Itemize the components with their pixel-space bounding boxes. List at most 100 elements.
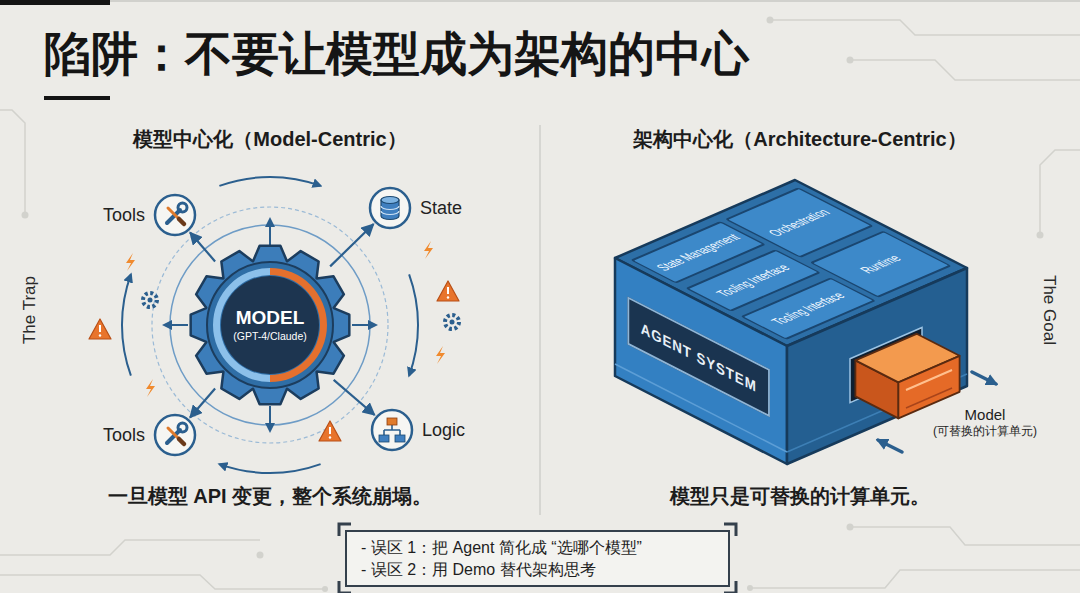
agent-system-box: AGENT SYSTEMState ManagementOrchestratio… <box>600 168 980 473</box>
icon-label: State <box>420 197 462 219</box>
circuit-pads <box>22 17 1044 593</box>
top-rule <box>110 0 1080 2</box>
icon-label: Tools <box>103 424 145 446</box>
gear-hub <box>221 276 319 374</box>
corner-bar <box>0 0 110 5</box>
orbit-arrows <box>122 177 418 473</box>
warning-mark <box>447 296 449 298</box>
cartridge-end <box>898 356 959 419</box>
note-line: - 误区 2：用 Demo 替代架构思考 <box>361 559 596 581</box>
connector-arrow <box>334 380 375 415</box>
orbit-ring <box>152 207 388 443</box>
icon-badge <box>370 408 414 452</box>
lightning-bolt <box>424 241 433 259</box>
section-heading-holder: 架构中心化（Architecture-Centric） <box>633 127 966 151</box>
component-icon: State <box>368 186 462 230</box>
lightning-bolt <box>146 379 155 397</box>
warning-mark <box>447 287 449 294</box>
section-caption: 模型只是可替换的计算单元。 <box>670 484 930 508</box>
radial-arrow <box>164 324 188 326</box>
screwdriver-grip <box>179 219 184 224</box>
warning-triangle <box>89 319 111 339</box>
lightning-icons <box>126 241 445 397</box>
component-icon: Tools <box>103 193 197 237</box>
model-gear: MODEL(GPT-4/Claude) <box>188 243 352 407</box>
circuit-trace <box>0 575 325 589</box>
flow-block <box>395 435 405 442</box>
connector-arrow <box>330 224 373 266</box>
section-heading: 模型中心化（Model-Centric） <box>133 127 406 151</box>
pitfall-note: - 误区 1：把 Agent 简化成 “选哪个模型”- 误区 2：用 Demo … <box>345 530 730 587</box>
flow-block <box>387 418 397 425</box>
side-tag-holder: The Goal <box>1039 275 1059 345</box>
circuit-pad <box>847 57 854 64</box>
cartridge-caption: (可替换的计算单元) <box>933 424 1037 439</box>
gear-label: (GPT-4/Claude) <box>233 329 307 343</box>
wrench-head <box>178 423 187 432</box>
orbit-arrow <box>122 274 131 375</box>
small-gear-hub <box>450 320 455 325</box>
flow-link <box>384 425 400 435</box>
note-line: - 误区 1：把 Agent 简化成 “选哪个模型” <box>361 537 642 559</box>
gear-body <box>207 262 333 388</box>
chaos-illustration <box>89 177 459 473</box>
insert-arrow <box>878 440 902 452</box>
orbit-arrow <box>219 464 320 473</box>
lightning-bolt <box>436 346 445 364</box>
note-corners <box>339 524 736 593</box>
side-tag: The Trap <box>20 276 40 344</box>
connector-arrow <box>190 389 215 418</box>
title-underline <box>44 96 110 100</box>
side-tag-holder: The Trap <box>20 276 40 344</box>
icon-ring <box>155 195 195 235</box>
gear-teeth <box>191 246 350 405</box>
cartridge-caption-holder: Model(可替换的计算单元) <box>930 406 1040 439</box>
side-tag: The Goal <box>1039 275 1059 345</box>
warning-triangle <box>437 281 459 301</box>
module-label: State Management <box>652 232 744 273</box>
warning-mark <box>99 334 101 336</box>
cartridge-detail <box>906 388 952 408</box>
circuit-trace <box>1040 150 1080 235</box>
icon-ring <box>370 188 410 228</box>
module-label: Orchestration <box>764 207 834 239</box>
module-label: Runtime <box>856 253 906 276</box>
title-holder: 陷阱：不要让模型成为架构的中心 <box>44 26 749 82</box>
orbit-arrow <box>409 274 418 375</box>
circuit-trace <box>850 60 1080 80</box>
icon-badge <box>368 186 412 230</box>
corner-bracket <box>339 524 736 593</box>
small-gear <box>143 293 157 307</box>
circuit-pad <box>847 524 854 531</box>
gear-ring <box>213 268 327 382</box>
radial-arrow <box>352 324 376 326</box>
circuit-pad <box>1037 232 1044 239</box>
circuit-trace <box>850 527 1080 545</box>
icon-badge <box>153 193 197 237</box>
gear-label: MODEL <box>236 307 305 329</box>
component-icon: Logic <box>370 408 465 452</box>
orbit-ring <box>170 225 370 425</box>
radial-arrow <box>269 406 271 431</box>
lightning-bolt <box>126 253 135 271</box>
small-gear <box>445 315 459 329</box>
circuit-pad <box>322 586 328 592</box>
icon-label: Logic <box>422 419 465 441</box>
gear-label-holder: MODEL(GPT-4/Claude) <box>188 243 352 407</box>
wrench-head <box>178 203 187 212</box>
eject-arrow <box>972 372 996 384</box>
warning-mark <box>329 427 331 434</box>
circuit-pad <box>22 212 29 219</box>
circuit-trace <box>0 540 260 555</box>
circuit-pad <box>747 585 753 591</box>
database-top <box>381 197 399 204</box>
icon-badge <box>153 413 197 457</box>
component-icon: Tools <box>103 413 197 457</box>
small-gear-hub <box>148 298 153 303</box>
section-caption-holder: 一旦模型 API 变更，整个系统崩塌。 <box>108 484 432 508</box>
warning-mark <box>99 325 101 332</box>
model-cartridge: Model(可替换的计算单元) <box>850 320 1040 450</box>
slide-title: 陷阱：不要让模型成为架构的中心 <box>44 26 749 82</box>
warning-mark <box>329 436 331 438</box>
